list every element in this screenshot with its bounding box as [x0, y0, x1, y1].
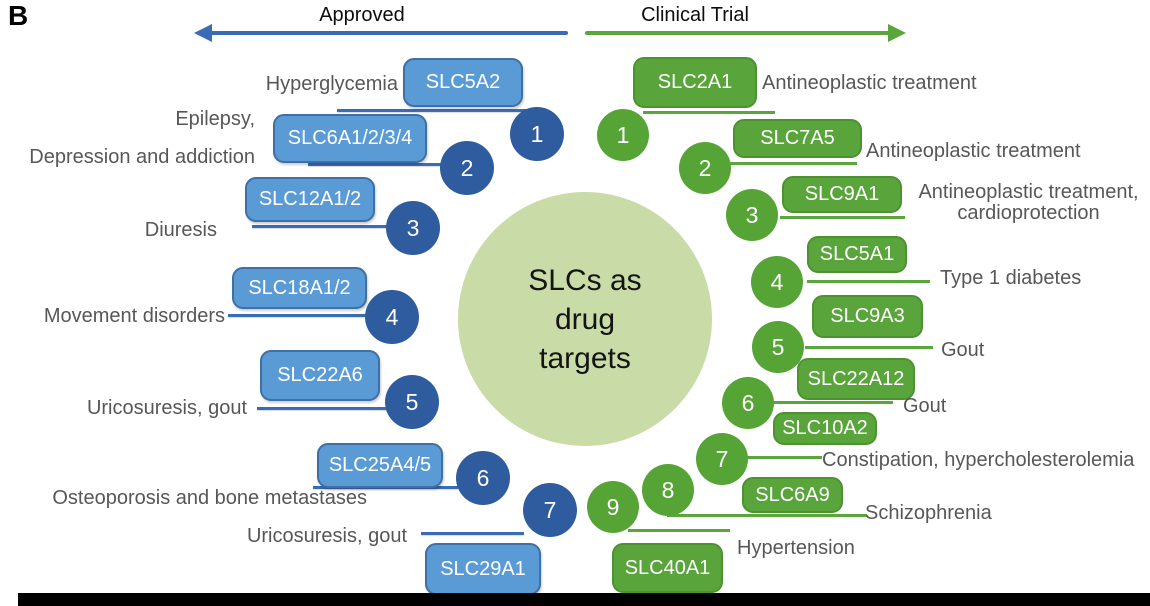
- connector-line: [730, 162, 857, 165]
- indication-label-gout-6: Gout: [903, 395, 947, 417]
- approved-rank-badge-4: 4: [365, 290, 419, 344]
- approved-rank-badge-1: 1: [510, 107, 564, 161]
- gene-box-slc5a1: SLC5A1: [807, 236, 907, 273]
- gene-box-slc22a6: SLC22A6: [260, 350, 380, 401]
- approved-rank-badge-7: 7: [523, 483, 577, 537]
- indication-label-hypertension: Hypertension: [737, 537, 855, 559]
- clinical-trial-arrowhead-icon: [888, 24, 906, 42]
- clinical-rank-badge-8: 8: [642, 464, 694, 516]
- connector-line: [421, 532, 524, 535]
- indication-label-hyperglycemia: Hyperglycemia: [265, 73, 398, 95]
- approved-arrow: [210, 31, 568, 35]
- connector-line: [780, 216, 905, 219]
- gene-box-slc7a5: SLC7A5: [733, 119, 862, 158]
- indication-label-uricosuresis-gout-7: Uricosuresis, gout: [246, 525, 407, 547]
- approved-rank-badge-6: 6: [456, 451, 510, 505]
- gene-box-slc2a1: SLC2A1: [633, 57, 757, 108]
- connector-line: [773, 401, 893, 404]
- panel-label: B: [8, 0, 29, 31]
- clinical-rank-badge-2: 2: [679, 142, 731, 194]
- connector-line: [257, 407, 390, 410]
- clinical-rank-badge-4: 4: [751, 256, 803, 308]
- indication-label-antineoplastic-2: Antineoplastic treatment: [866, 140, 1081, 162]
- clinical-rank-badge-6: 6: [722, 377, 774, 429]
- indication-label-diuresis: Diuresis: [144, 219, 217, 241]
- approved-rank-badge-2: 2: [440, 141, 494, 195]
- gene-box-slc6a1-4: SLC6A1/2/3/4: [273, 114, 427, 163]
- connector-line: [743, 456, 822, 459]
- gene-box-slc12a1-2: SLC12A1/2: [245, 177, 375, 222]
- clinical-trial-section-title: Clinical Trial: [641, 4, 749, 26]
- clinical-rank-badge-3: 3: [726, 189, 778, 241]
- clinical-trial-arrow: [585, 31, 889, 35]
- connector-line: [807, 280, 930, 283]
- gene-box-slc5a2: SLC5A2: [403, 58, 523, 107]
- gene-box-slc25a4-5: SLC25A4/5: [317, 443, 443, 488]
- gene-box-slc22a12: SLC22A12: [797, 358, 915, 400]
- connector-line: [805, 346, 933, 349]
- indication-label-antineoplastic-1: Antineoplastic treatment: [762, 72, 977, 94]
- gene-box-slc9a3: SLC9A3: [812, 295, 923, 338]
- approved-arrowhead-icon: [194, 24, 212, 42]
- indication-label-uricosuresis-gout-5: Uricosuresis, gout: [86, 397, 247, 419]
- approved-rank-badge-3: 3: [386, 201, 440, 255]
- gene-box-slc6a9: SLC6A9: [742, 477, 843, 513]
- indication-label-antineoplastic-cardioprotection: Antineoplastic treatment, cardioprotecti…: [918, 181, 1139, 224]
- connector-line: [667, 514, 867, 517]
- connector-line: [643, 111, 775, 114]
- indication-label-type1-diabetes: Type 1 diabetes: [940, 267, 1082, 289]
- connector-line: [308, 163, 445, 166]
- connector-line: [337, 109, 527, 112]
- center-title-circle: SLCs as drug targets: [458, 192, 712, 446]
- gene-box-slc40a1: SLC40A1: [612, 543, 723, 593]
- gene-box-slc18a1-2: SLC18A1/2: [232, 267, 367, 309]
- clinical-rank-badge-9: 9: [587, 481, 639, 533]
- gene-box-slc10a2: SLC10A2: [773, 412, 877, 445]
- bottom-divider-bar: [18, 593, 1150, 606]
- indication-label-epilepsy-depression: Epilepsy, Depression and addiction: [29, 108, 255, 168]
- indication-label-movement-disorders: Movement disorders: [43, 305, 225, 327]
- clinical-rank-badge-1: 1: [597, 109, 649, 161]
- indication-label-schizophrenia: Schizophrenia: [865, 502, 992, 524]
- approved-section-title: Approved: [319, 4, 405, 26]
- gene-box-slc9a1: SLC9A1: [782, 176, 902, 213]
- approved-rank-badge-5: 5: [385, 375, 439, 429]
- connector-line: [228, 314, 373, 317]
- clinical-rank-badge-7: 7: [696, 433, 748, 485]
- indication-label-constipation: Constipation, hypercholesterolemia: [822, 449, 1135, 471]
- connector-line: [628, 529, 730, 532]
- clinical-rank-badge-5: 5: [752, 321, 804, 373]
- indication-label-gout-5: Gout: [941, 339, 985, 361]
- indication-label-osteoporosis: Osteoporosis and bone metastases: [52, 487, 367, 509]
- gene-box-slc29a1: SLC29A1: [425, 543, 541, 595]
- connector-line: [252, 225, 392, 228]
